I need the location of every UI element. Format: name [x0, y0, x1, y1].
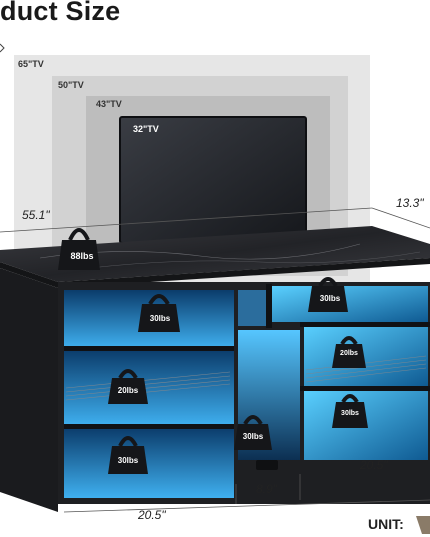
weight-icon: [58, 228, 100, 270]
right-section-dimension: 20.5": [360, 458, 388, 472]
unit-label: UNIT:: [368, 516, 404, 532]
depth-dimension: 13.3": [396, 196, 424, 210]
center-top-cell: [238, 290, 268, 326]
weight-label-middle-left: 20lbs: [117, 386, 139, 395]
unit-icon: [416, 516, 430, 534]
right-upper-cell: [272, 286, 428, 322]
weight-icon: [108, 369, 148, 404]
weight-label-top: 88lbs: [70, 251, 94, 261]
left-section-dimension: 20.5": [138, 508, 166, 522]
left-lower-cell: [64, 428, 234, 498]
weight-icon: [332, 394, 368, 428]
weight-icon: [308, 277, 348, 312]
middle-section-dimension: 8.9": [256, 482, 277, 496]
cable-port: [256, 460, 278, 470]
cabinet-side: [0, 268, 58, 512]
tv-size-label-32: 32"TV: [133, 124, 159, 134]
weight-icon: [234, 415, 272, 450]
weight-label-upper-right: 30lbs: [319, 294, 341, 303]
weight-icon: [108, 436, 148, 474]
bottom-dim-line: [63, 499, 430, 513]
weight-icon: [138, 294, 180, 332]
weight-icon: [332, 336, 366, 368]
tv-size-label-43: 43"TV: [96, 99, 122, 109]
tv-size-label-50: 50"TV: [58, 80, 84, 90]
corner-mark: [0, 43, 5, 53]
tv-screen: [119, 116, 307, 244]
page-title: duct Size: [0, 0, 121, 26]
marble-vein-2: [89, 251, 421, 269]
wire-shelf-right: [305, 355, 427, 383]
right-middle-cell: [304, 326, 428, 386]
right-divider-2: [300, 386, 430, 391]
width-dimension: 55.1": [22, 208, 50, 222]
depth-dim-line: [371, 207, 430, 229]
wire-shelf-left: [65, 371, 231, 401]
left-divider-2: [64, 424, 234, 429]
left-divider: [64, 346, 234, 351]
right-divider: [300, 322, 430, 327]
weight-label-center: 30lbs: [242, 432, 264, 441]
center-top-divider: [266, 284, 272, 328]
weight-label-middle-right: 20lbs: [340, 350, 358, 357]
width-dim-line: [0, 207, 373, 233]
cabinet-top: [0, 226, 430, 282]
weight-label-upper-left: 30lbs: [149, 314, 171, 323]
weight-label-lower-left: 30lbs: [117, 456, 139, 465]
tv-size-label-65: 65"TV: [18, 59, 44, 69]
cabinet-top-edge: [0, 258, 430, 288]
weight-label-lower-right: 30lbs: [341, 410, 359, 417]
